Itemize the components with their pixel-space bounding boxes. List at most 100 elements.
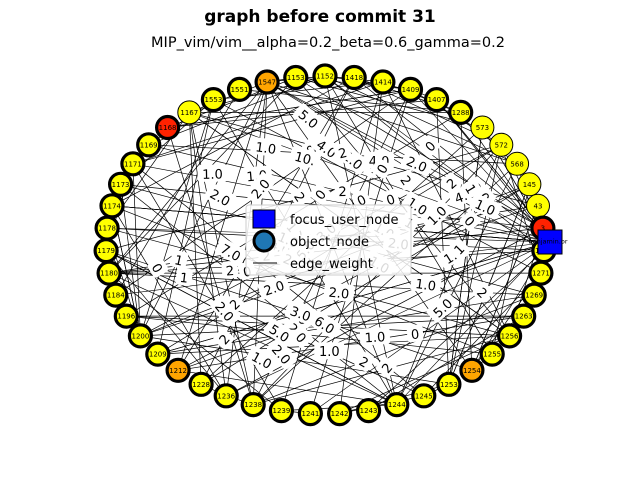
object-node-1152[interactable]: 1152 — [312, 63, 338, 89]
object-node-1288[interactable]: 1288 — [448, 99, 474, 126]
object-node-1242[interactable]: 1242 — [327, 401, 353, 427]
node-label: 1212 — [169, 367, 187, 375]
node-circle[interactable] — [136, 132, 162, 158]
legend-label-object: object_node — [290, 235, 369, 250]
node-circle[interactable] — [424, 86, 450, 113]
object-node-1243[interactable]: 1243 — [356, 398, 382, 424]
object-node-1200[interactable]: 1200 — [127, 323, 153, 349]
object-node-568[interactable]: 568 — [505, 151, 530, 176]
node-circle[interactable] — [113, 303, 139, 329]
object-node-1180[interactable]: 1180 — [96, 260, 122, 286]
node-circle[interactable] — [327, 401, 353, 427]
object-node-1174[interactable]: 1174 — [99, 193, 125, 219]
object-node-1269[interactable]: 1269 — [521, 282, 547, 308]
edge-label-text: 2.0 — [328, 286, 350, 303]
focus-node-square[interactable] — [537, 229, 563, 255]
object-node-1209[interactable]: 1209 — [145, 341, 171, 367]
node-circle[interactable] — [312, 63, 338, 89]
node-circle[interactable] — [283, 64, 309, 91]
node-circle[interactable] — [397, 76, 424, 103]
node-circle[interactable] — [268, 398, 294, 424]
object-node-1414[interactable]: 1414 — [370, 69, 396, 95]
node-circle[interactable] — [99, 193, 125, 219]
object-node-1553[interactable]: 1553 — [200, 86, 226, 113]
focus-user-node[interactable]: benjamin.or — [528, 229, 568, 255]
object-node-1254[interactable]: 1254 — [459, 357, 485, 383]
object-node-1547[interactable]: 1547 — [254, 69, 280, 95]
object-node-572[interactable]: 572 — [489, 132, 514, 157]
node-circle[interactable] — [341, 64, 367, 91]
object-node-1167[interactable]: 1167 — [177, 100, 202, 125]
edge-line — [132, 163, 141, 336]
object-node-573[interactable]: 573 — [470, 115, 495, 140]
object-node-1178[interactable]: 1178 — [94, 215, 120, 241]
object-node-1239[interactable]: 1239 — [268, 398, 294, 424]
object-node-1256[interactable]: 1256 — [497, 323, 523, 349]
object-node-1418[interactable]: 1418 — [341, 64, 367, 91]
node-circle[interactable] — [213, 383, 239, 409]
node-circle[interactable] — [511, 303, 537, 329]
node-circle[interactable] — [497, 323, 523, 349]
object-node-1253[interactable]: 1253 — [436, 371, 462, 397]
node-circle[interactable] — [297, 401, 323, 427]
object-node-1407[interactable]: 1407 — [424, 86, 450, 113]
object-node-1196[interactable]: 1196 — [113, 303, 139, 329]
node-circle[interactable] — [155, 114, 181, 141]
node-circle[interactable] — [489, 132, 514, 157]
node-circle[interactable] — [470, 115, 495, 140]
object-node-1409[interactable]: 1409 — [397, 76, 424, 103]
node-circle[interactable] — [459, 357, 485, 383]
object-node-1228[interactable]: 1228 — [188, 371, 214, 397]
node-circle[interactable] — [517, 172, 542, 197]
node-circle[interactable] — [370, 69, 396, 95]
object-node-1245[interactable]: 1245 — [411, 383, 437, 409]
object-node-1241[interactable]: 1241 — [297, 401, 323, 427]
object-node-1236[interactable]: 1236 — [213, 383, 239, 409]
object-node-1255[interactable]: 1255 — [479, 341, 505, 367]
edge-label: 2 — [213, 328, 235, 350]
node-circle[interactable] — [448, 99, 474, 126]
node-circle[interactable] — [226, 76, 253, 103]
object-node-1184[interactable]: 1184 — [103, 282, 129, 308]
object-node-1171[interactable]: 1171 — [120, 151, 146, 177]
node-circle[interactable] — [411, 383, 437, 409]
node-circle[interactable] — [356, 398, 382, 424]
node-label: 1178 — [98, 225, 116, 233]
node-circle[interactable] — [200, 86, 226, 113]
object-node-1173[interactable]: 1173 — [107, 171, 134, 197]
node-label: 1243 — [360, 407, 378, 415]
node-label: 1174 — [103, 202, 121, 210]
object-node-1169[interactable]: 1169 — [136, 132, 162, 158]
node-label: 1180 — [100, 270, 118, 278]
object-node-1238[interactable]: 1238 — [240, 392, 266, 418]
node-circle[interactable] — [127, 323, 153, 349]
node-circle[interactable] — [177, 100, 202, 125]
node-circle[interactable] — [188, 371, 214, 397]
node-circle[interactable] — [145, 341, 171, 367]
object-node-1168[interactable]: 1168 — [155, 114, 181, 141]
object-node-1153[interactable]: 1153 — [283, 64, 309, 91]
node-circle[interactable] — [107, 171, 134, 197]
chart-title: graph before commit 31 — [204, 7, 436, 27]
node-circle[interactable] — [254, 69, 280, 95]
node-circle[interactable] — [505, 151, 530, 176]
node-circle[interactable] — [120, 151, 146, 177]
object-node-145[interactable]: 145 — [517, 172, 542, 197]
node-circle[interactable] — [240, 392, 266, 418]
node-circle[interactable] — [479, 341, 505, 367]
node-circle[interactable] — [165, 357, 191, 383]
node-circle[interactable] — [521, 282, 547, 308]
object-node-1263[interactable]: 1263 — [511, 303, 537, 329]
node-circle[interactable] — [103, 282, 129, 308]
object-node-1212[interactable]: 1212 — [165, 357, 191, 383]
object-node-1551[interactable]: 1551 — [226, 76, 253, 103]
node-circle[interactable] — [528, 260, 554, 286]
node-circle[interactable] — [436, 371, 462, 397]
node-circle[interactable] — [384, 392, 410, 418]
object-node-43[interactable]: 43 — [526, 193, 550, 218]
object-node-1244[interactable]: 1244 — [384, 392, 410, 418]
object-node-1179[interactable]: 1179 — [93, 238, 119, 264]
object-node-1271[interactable]: 1271 — [528, 260, 554, 286]
edge-line — [266, 81, 518, 165]
